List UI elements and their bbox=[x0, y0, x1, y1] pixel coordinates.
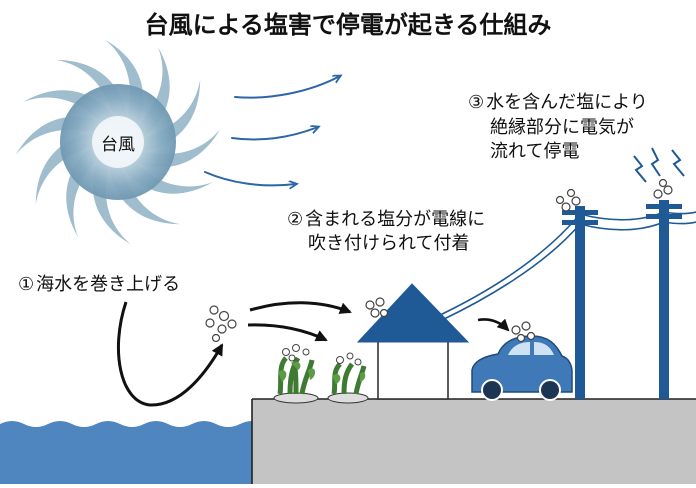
salt-bubbles-icon bbox=[205, 305, 237, 343]
spark-icon bbox=[633, 147, 685, 183]
house-icon bbox=[356, 283, 470, 400]
plant-icon bbox=[327, 352, 369, 404]
step-2-num: ② bbox=[287, 209, 303, 230]
spray-arrow bbox=[249, 301, 352, 314]
typhoon-icon bbox=[15, 39, 221, 245]
wind-arrow-icon bbox=[234, 76, 340, 99]
page-title: 台風による塩害で停電が起きる仕組み bbox=[145, 11, 552, 39]
step-2-line-1: 含まれる塩分が電線に bbox=[305, 209, 485, 230]
sea-spray-arrow bbox=[116, 301, 224, 407]
step-3-line-1: 水を含んだ塩により bbox=[486, 92, 648, 113]
sea bbox=[0, 421, 264, 484]
step-3-line-3: 流れて停電 bbox=[490, 141, 579, 162]
step-3-line-2: 絶縁部分に電気が bbox=[490, 117, 634, 138]
utility-pole-icon bbox=[646, 178, 682, 399]
plant-icon bbox=[273, 344, 319, 404]
car-icon bbox=[471, 321, 573, 401]
step-1-num: ① bbox=[18, 274, 34, 295]
spray-arrow bbox=[247, 323, 328, 342]
wind-arrow-icon bbox=[204, 171, 296, 185]
wind-arrows bbox=[204, 76, 340, 185]
step-2-line-2: 吹き付けられて付着 bbox=[308, 233, 469, 254]
spray-arrow bbox=[477, 318, 510, 332]
step-1-line-1: 海水を巻き上げる bbox=[36, 274, 180, 295]
wind-arrow-icon bbox=[231, 127, 318, 141]
step-3-num: ③ bbox=[468, 92, 484, 113]
typhoon-label: 台風 bbox=[101, 135, 135, 155]
ground bbox=[252, 399, 696, 484]
utility-pole-icon bbox=[555, 188, 598, 399]
